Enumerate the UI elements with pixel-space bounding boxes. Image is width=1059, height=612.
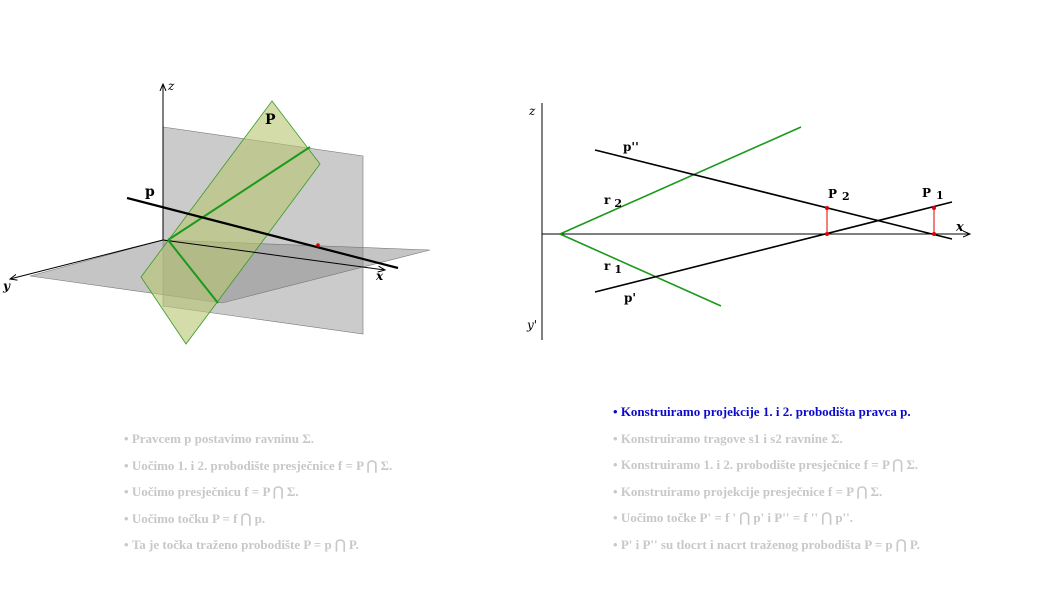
- step-right-6[interactable]: P' i P'' su tlocrt i nacrt traženog prob…: [613, 532, 920, 559]
- plane-p: [140, 100, 321, 345]
- label-p-double: p'': [623, 140, 639, 154]
- line-p-3d: [126, 196, 399, 270]
- axis-x-3d: [162, 239, 385, 270]
- point-p2-top: [825, 206, 829, 210]
- label-z-axis: z: [528, 104, 536, 118]
- label-z-3d: z: [167, 79, 175, 93]
- step-right-3[interactable]: Konstruiramo 1. i 2. probodište presječn…: [613, 452, 920, 479]
- label-x-axis: x: [955, 220, 964, 235]
- trace-second: [167, 146, 311, 241]
- point-p2-bottom: [825, 232, 829, 236]
- step-right-4[interactable]: Konstruiramo projekcije presječnice f = …: [613, 479, 920, 506]
- line-p-single: [594, 201, 953, 293]
- step-left-4[interactable]: Uočimo točku P = f ⋂ p.: [124, 506, 392, 533]
- step-right-1[interactable]: Konstruiramo projekcije 1. i 2. probodiš…: [613, 399, 920, 426]
- point-p1-top: [932, 206, 936, 210]
- label-x-3d: x: [375, 269, 384, 283]
- label-p-single: p': [624, 291, 636, 305]
- label-y-3d: y: [2, 279, 11, 293]
- step-right-5[interactable]: Uočimo točke P' = f ' ⋂ p' i P'' = f '' …: [613, 505, 920, 532]
- step-left-3[interactable]: Uočimo presječnicu f = P ⋂ Σ.: [124, 479, 392, 506]
- label-plane-p: P: [265, 112, 276, 128]
- intersection-point-3d: [316, 243, 320, 247]
- line-p-double: [594, 149, 953, 240]
- scene-3d: z x y P p: [2, 79, 431, 345]
- label-line-p: p: [145, 184, 155, 200]
- steps-left-list: Pravcem p postavimo ravninu Σ. Uočimo 1.…: [124, 426, 392, 559]
- steps-right-list: Konstruiramo projekcije 1. i 2. probodiš…: [613, 399, 920, 559]
- step-left-2[interactable]: Uočimo 1. i 2. probodište presječnice f …: [124, 453, 392, 480]
- step-left-1[interactable]: Pravcem p postavimo ravninu Σ.: [124, 426, 392, 453]
- trace-r1: [559, 233, 722, 307]
- step-right-2[interactable]: Konstruiramo tragove s1 i s2 ravnine Σ.: [613, 426, 920, 453]
- point-p1-bottom: [932, 232, 936, 236]
- axis-y-3d: [10, 239, 164, 279]
- label-y-prime-axis: y': [526, 318, 537, 332]
- trace-r2: [559, 126, 802, 235]
- step-left-5[interactable]: Ta je točka traženo probodište P = p ⋂ P…: [124, 532, 392, 559]
- trace-first: [167, 239, 219, 304]
